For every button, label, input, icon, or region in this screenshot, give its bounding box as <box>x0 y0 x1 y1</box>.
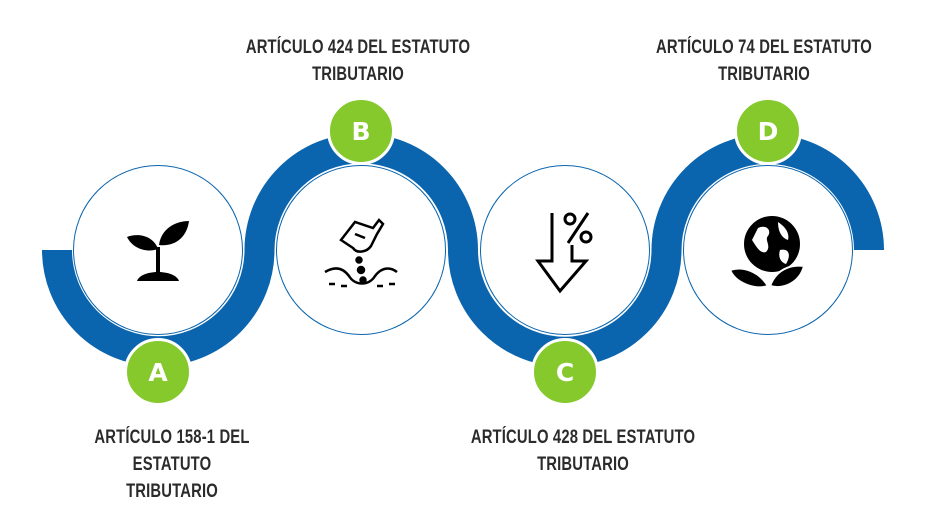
step-d-badge: D <box>734 97 802 165</box>
step-a-title-line2: TRIBUTARIO <box>126 481 218 502</box>
step-b-badge: B <box>327 97 395 165</box>
step-d-label: ARTÍCULO 74 DEL ESTATUTO TRIBUTARIO <box>647 34 881 88</box>
step-b-circle <box>276 165 446 335</box>
step-c-title-line1: ARTÍCULO 428 DEL ESTATUTO <box>470 427 696 448</box>
step-a-badge: A <box>124 338 192 406</box>
step-c-badge: C <box>531 338 599 406</box>
step-d-title-line2: TRIBUTARIO <box>718 64 810 85</box>
step-d-letter: D <box>757 116 779 146</box>
step-d-title-line1: ARTÍCULO 74 DEL ESTATUTO <box>656 37 872 58</box>
step-b-title-line1: ARTÍCULO 424 DEL ESTATUTO <box>245 37 471 58</box>
step-b-label: ARTÍCULO 424 DEL ESTATUTO TRIBUTARIO <box>241 34 475 88</box>
step-d-circle <box>683 165 853 335</box>
step-b-letter: B <box>351 116 371 146</box>
step-c-circle <box>480 165 650 335</box>
step-c-letter: C <box>555 357 575 387</box>
step-a-circle <box>73 165 243 335</box>
step-b-title-line2: TRIBUTARIO <box>312 64 404 85</box>
step-a-title-line1: ARTÍCULO 158-1 DEL ESTATUTO <box>94 427 250 475</box>
sprout-icon <box>127 221 189 281</box>
step-c-title-line2: TRIBUTARIO <box>537 454 629 475</box>
planting-seeds-icon <box>324 218 398 288</box>
step-c-label: ARTÍCULO 428 DEL ESTATUTO TRIBUTARIO <box>466 424 700 478</box>
percent-down-arrow-icon <box>535 212 593 294</box>
globe-leaves-icon <box>728 216 806 289</box>
step-a-letter: A <box>148 357 168 387</box>
step-a-label: ARTÍCULO 158-1 DEL ESTATUTO TRIBUTARIO <box>55 424 289 505</box>
